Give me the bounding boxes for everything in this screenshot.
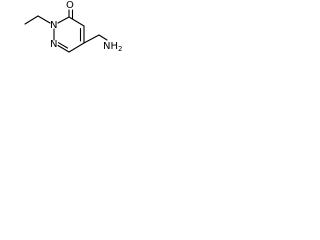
amine-label: NH2: [103, 41, 122, 53]
amine-nh: NH: [103, 41, 118, 52]
bond-n2-ethyl: [37, 15, 51, 24]
bond-c6-n1-double: [57, 42, 69, 49]
bond-c3-c4: [68, 16, 85, 27]
oxygen-label: O: [66, 0, 74, 11]
bond-c5-methylene: [83, 34, 100, 44]
amine-subscript: 2: [118, 45, 122, 53]
nitrogen-label-unsubstituted: N: [50, 39, 57, 50]
nitrogen-label-substituted: N: [50, 20, 57, 31]
bond-methylene-amine: [98, 34, 108, 41]
molecule-structure: O N N NH2: [24, 0, 122, 53]
bond-ethyl-methyl: [24, 15, 39, 25]
bond-c5-c6: [68, 42, 85, 53]
bond-n2-c3: [57, 16, 70, 24]
bond-c6-n1: [57, 44, 70, 53]
